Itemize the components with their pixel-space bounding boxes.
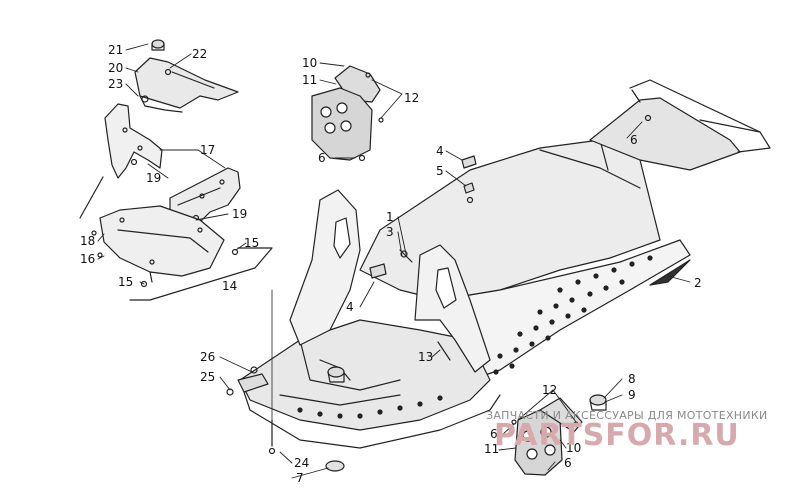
callout-label-l26: 26 — [200, 350, 215, 364]
callout-label-l21: 21 — [108, 43, 123, 57]
callout-label-l11a: 11 — [302, 73, 317, 87]
callout-label-l6a: 6 — [318, 151, 326, 165]
callout-label-l9: 9 — [628, 388, 636, 402]
watermark: ЗАПЧАСТИ И АКСЕССУАРЫ ДЛЯ МОТОТЕХНИКИ PA… — [486, 409, 768, 453]
callout-label-l20: 20 — [108, 61, 123, 75]
seat-bracket-part — [134, 39, 239, 113]
callout-label-l23: 23 — [108, 77, 123, 91]
callout-label-l24: 24 — [294, 456, 309, 470]
group-bracket-14 — [79, 176, 273, 301]
watermark-logo: PARTSFOR.RU — [494, 418, 740, 453]
left-bracket-19 — [104, 103, 163, 179]
callout-label-l4a: 4 — [436, 144, 444, 158]
callout-label-l19b: 19 — [232, 207, 247, 221]
callout-label-l22: 22 — [192, 47, 207, 61]
leader-lines — [97, 43, 691, 479]
callout-label-l13: 13 — [418, 350, 433, 364]
callout-label-l10b: 10 — [566, 441, 581, 455]
chassis-tunnel — [226, 79, 771, 472]
callout-label-l7: 7 — [296, 471, 304, 485]
callout-label-l15a: 15 — [118, 275, 133, 289]
callout-label-l3: 3 — [386, 225, 394, 239]
mount-plate-16 — [91, 205, 239, 288]
callout-label-l5: 5 — [436, 164, 444, 178]
rear-cover-part — [511, 397, 583, 476]
callout-label-l6c: 6 — [490, 427, 498, 441]
callout-label-l12a: 12 — [404, 91, 419, 105]
callout-label-l11b: 11 — [484, 442, 499, 456]
fastener-8-9 — [589, 394, 607, 411]
callout-label-l17: 17 — [200, 143, 215, 157]
callout-label-l16: 16 — [80, 252, 95, 266]
callout-label-l10a: 10 — [302, 56, 317, 70]
callout-label-l6b: 6 — [630, 133, 638, 147]
front-cover-part — [311, 65, 384, 162]
callout-label-l12b: 12 — [542, 383, 557, 397]
callout-label-l18: 18 — [80, 234, 95, 248]
watermark-tagline: ЗАПЧАСТИ И АКСЕССУАРЫ ДЛЯ МОТОТЕХНИКИ — [486, 409, 768, 422]
callout-label-l15b: 15 — [244, 236, 259, 250]
callout-label-l6d: 6 — [564, 456, 572, 470]
callout-label-l2: 2 — [694, 276, 702, 290]
callout-label-l4b: 4 — [346, 300, 354, 314]
callout-label-l19a: 19 — [146, 171, 161, 185]
runner-blade-2 — [649, 259, 691, 286]
callout-label-l25: 25 — [200, 370, 215, 384]
callout-label-l1: 1 — [386, 210, 394, 224]
callout-label-l8: 8 — [628, 372, 636, 386]
callout-label-l14: 14 — [222, 279, 237, 293]
